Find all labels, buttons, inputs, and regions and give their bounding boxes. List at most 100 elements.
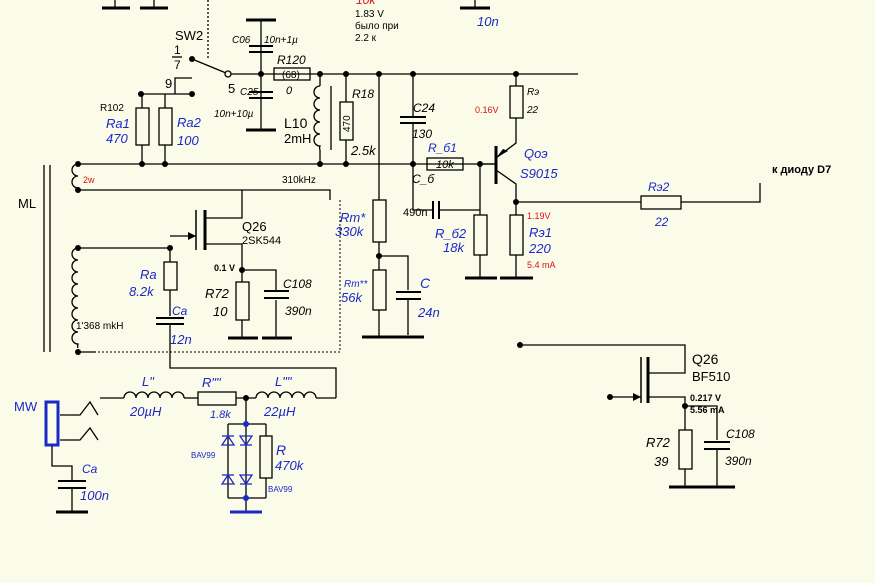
r72b-c108b (669, 405, 735, 489)
diode-network (220, 398, 273, 514)
c24-label: C24 (413, 101, 435, 115)
re1-voltage: 1.19V (527, 211, 551, 221)
bav99-bottom: BAV99 (268, 485, 293, 494)
qoe-label: Qоэ (524, 146, 548, 161)
ca-mid-value: 12n (170, 332, 192, 347)
voltage-note-line2: было при (355, 20, 399, 32)
cb-capacitor (412, 164, 480, 219)
q26b-voltage: 0.217 V (690, 393, 721, 403)
re-voltage: 0.16V (475, 105, 499, 115)
r72a-resistor (228, 269, 292, 340)
c06-label: C06 (232, 35, 251, 46)
r18-body: 470 (342, 115, 353, 132)
ca-bot-label: Ca (82, 462, 98, 476)
rm2-label: Rm** (344, 279, 368, 290)
sw2-pin5: 5 (228, 81, 235, 96)
l2-inductor (255, 391, 336, 399)
re2-resistor (516, 183, 761, 210)
ml-transformer (43, 163, 331, 355)
v01-label: 0.1 V (214, 263, 235, 273)
l2-label: L"" (275, 374, 293, 389)
r-quote-label: R"" (202, 375, 222, 390)
bav99-top: BAV99 (191, 451, 216, 460)
coil-note: 1'368 mkH (76, 321, 124, 332)
r72a-label: R72 (205, 286, 230, 301)
re-value: 22 (526, 105, 539, 116)
ra1-value: 470 (106, 131, 128, 146)
qoe-transistor (480, 130, 517, 202)
r18-label: R18 (352, 87, 374, 101)
r102-label: R102 (100, 103, 124, 114)
freq-label: 310kHz (282, 175, 316, 186)
l10-inductor (313, 74, 332, 164)
rb1-resistor (426, 157, 464, 171)
rb2-value: 18k (443, 240, 465, 255)
re2-value: 22 (654, 215, 669, 229)
cb-label: C_б (412, 172, 435, 186)
voltage-note: 1.83 V (355, 9, 384, 20)
c24-capacitor (400, 74, 426, 164)
r-quote-value: 1.8k (210, 409, 231, 421)
re-resistor (509, 74, 524, 130)
l1-value: 20µH (129, 404, 162, 419)
q26a-part: 2SK544 (242, 235, 281, 247)
top-partial-parts (102, 0, 490, 60)
c06-capacitor (246, 18, 276, 74)
r120-zero: 0 (286, 85, 293, 97)
q26b-label: Q26 (692, 351, 719, 367)
sw2-label: SW2 (175, 28, 203, 43)
l2-value: 22µH (263, 404, 296, 419)
c108b-label: C108 (726, 427, 755, 441)
q26a-label: Q26 (242, 219, 267, 234)
r120-label: R120 (277, 53, 306, 67)
cb-value: 490n (403, 207, 427, 219)
r18-value: 2.5k (350, 143, 377, 158)
rb2-label: R_б2 (435, 226, 467, 241)
c108b-value: 390n (725, 454, 752, 468)
l1-inductor (100, 391, 198, 399)
rm2-value: 56k (341, 290, 363, 305)
qoe-part: S9015 (520, 166, 558, 181)
ca-bot-value: 100n (80, 488, 109, 503)
top-value-label: 10k (356, 0, 376, 7)
rb1-value: 10k (436, 159, 454, 171)
c108a-value: 390n (285, 304, 312, 318)
l1-label: L" (142, 374, 155, 389)
l10-label: L10 (284, 115, 308, 131)
rb2-resistor (465, 164, 497, 280)
q26-2sk544-transistor (167, 190, 243, 316)
sw2-pin1: 1 (174, 43, 181, 57)
r-diode-label: R (276, 442, 286, 458)
c25-label: C25 (240, 87, 259, 98)
c24-value: 130 (412, 127, 432, 141)
re2-label: Rэ2 (648, 180, 670, 194)
r72a-value: 10 (213, 304, 228, 319)
r120-resistor (273, 67, 311, 81)
ra1-resistor (135, 94, 150, 164)
rm1-label: Rm* (340, 210, 366, 225)
re1-label: Rэ1 (529, 225, 552, 240)
mw-antenna (44, 400, 99, 514)
r18-resistor (339, 74, 354, 164)
ra-value: 8.2k (129, 284, 155, 299)
rb1-label: R_б1 (428, 141, 457, 155)
c-value: 24n (417, 305, 440, 320)
c25-capacitor (246, 74, 276, 132)
ca-mid-label: Ca (172, 304, 188, 318)
l10-value: 2mH (284, 131, 311, 146)
r120-value: (68) (282, 70, 300, 81)
ra1-label: Ra1 (106, 116, 130, 131)
mw-label: MW (14, 399, 38, 414)
c-label: C (420, 275, 431, 291)
r72b-value: 39 (654, 454, 668, 469)
c06-value: 10n+1µ (264, 35, 298, 46)
ra2-label: Ra2 (177, 115, 202, 130)
ra2-value: 100 (177, 133, 199, 148)
rm1-value: 330k (335, 224, 365, 239)
sw2-switch (138, 56, 578, 97)
re1-current: 5.4 mA (527, 260, 556, 270)
sw2-pin9: 9 (165, 76, 172, 91)
ra-resistor (163, 261, 178, 291)
r-diode-value: 470k (275, 458, 305, 473)
